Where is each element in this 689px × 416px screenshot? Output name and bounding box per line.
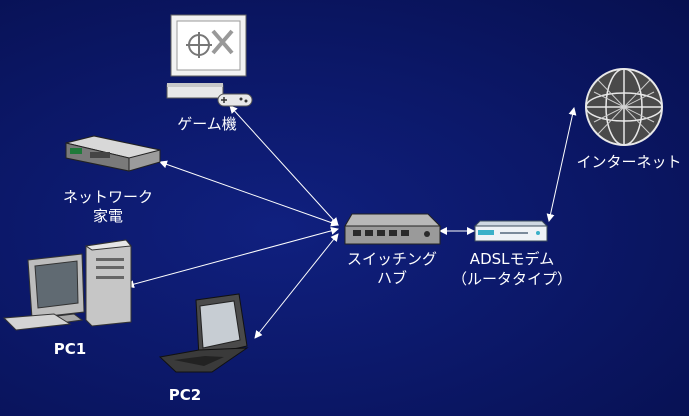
pc2-icon	[158, 293, 249, 373]
game-console-label: ゲーム機	[177, 115, 237, 133]
hub-label-line2: ハブ	[376, 269, 408, 287]
adsl-modem-icon	[473, 220, 549, 242]
modem-label-line2: （ルータタイプ）	[451, 270, 573, 288]
game-console-icon	[166, 14, 253, 107]
connections	[126, 105, 577, 339]
globe-icon	[585, 68, 663, 146]
link-hub-pc1	[126, 226, 339, 289]
link-hub-appliance	[159, 160, 339, 227]
link-modem-internet	[546, 107, 577, 222]
hub-label-line1: スイッチング	[346, 250, 438, 268]
switching-hub-icon	[344, 213, 442, 245]
link-hub-game	[229, 105, 339, 226]
link-hub-pc2	[254, 233, 339, 339]
pc1-icon	[2, 239, 132, 331]
pc2-label: PC2	[168, 386, 202, 404]
appliance-label-line1: ネットワーク	[62, 188, 154, 206]
modem-label-line1: ADSLモデム	[469, 250, 555, 268]
internet-label: インターネット	[576, 153, 682, 171]
network-appliance-icon	[65, 135, 161, 172]
pc1-label: PC1	[53, 340, 87, 358]
appliance-label-line2: 家電	[92, 207, 124, 225]
